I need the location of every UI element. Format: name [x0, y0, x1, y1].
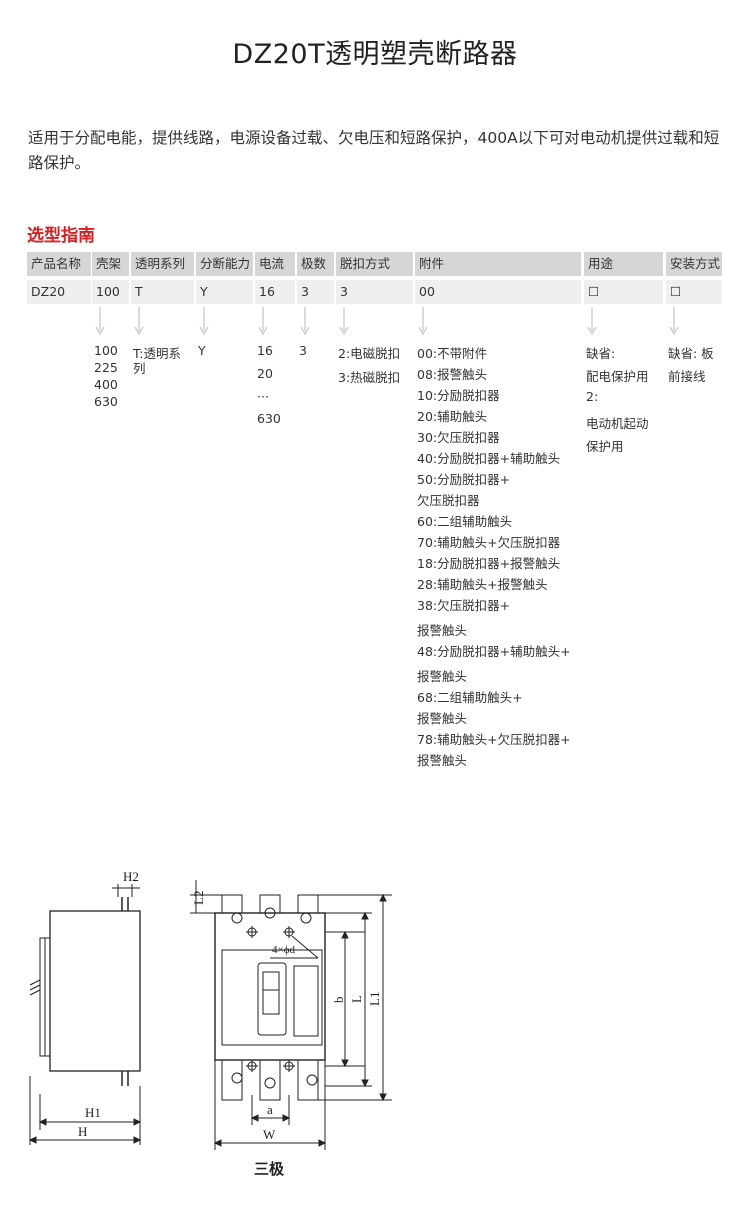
down-arrow-icon [339, 307, 349, 336]
detail-line: ··· [257, 389, 269, 404]
column-value: ☐ [584, 280, 663, 304]
detail-line: 报警触头 [417, 753, 468, 768]
detail-line: 78:辅助触头+欠压脱扣器+ [417, 732, 571, 747]
detail-line: 100 [94, 343, 118, 358]
column-header: 安装方式 [666, 252, 722, 276]
column-header: 壳架 [92, 252, 129, 276]
selection-guide-title: 选型指南 [27, 226, 95, 246]
detail-line: 列 [133, 361, 146, 376]
column-value: 100 [92, 280, 129, 304]
detail-line: 08:报警触头 [417, 367, 488, 382]
detail-line: 3 [299, 343, 307, 358]
column-value: 3 [336, 280, 413, 304]
column-header: 电流 [255, 252, 295, 276]
detail-line: 630 [94, 394, 118, 409]
detail-line: 缺省: [586, 346, 616, 361]
label-h2: H2 [123, 869, 139, 884]
detail-line: 20:辅助触头 [417, 409, 488, 424]
column-header: 极数 [297, 252, 334, 276]
column-value: T [131, 280, 194, 304]
column-header: 附件 [415, 252, 581, 276]
column-value: Y [196, 280, 253, 304]
detail-line: 70:辅助触头+欠压脱扣器 [417, 535, 561, 550]
detail-line: 28:辅助触头+报警触头 [417, 577, 548, 592]
detail-line: 配电保护用 [586, 369, 649, 384]
label-h: H [78, 1124, 87, 1139]
detail-line: 欠压脱扣器 [417, 493, 480, 508]
detail-line: 68:二组辅助触头+ [417, 690, 523, 705]
three-pole-caption: 三极 [254, 1160, 285, 1178]
down-arrow-icon [300, 307, 310, 336]
product-description: 适用于分配电能，提供线路，电源设备过载、欠电压和短路保护，400A以下可对电动机… [28, 129, 720, 172]
down-arrow-icon [587, 307, 597, 336]
front-view [190, 880, 392, 1150]
detail-line: 00:不带附件 [417, 346, 488, 361]
detail-line: 报警触头 [417, 623, 468, 638]
detail-line: 报警触头 [417, 669, 468, 684]
detail-line: 前接线 [668, 369, 706, 384]
detail-line: 缺省: 板 [668, 346, 714, 361]
column-value: 00 [415, 280, 581, 304]
detail-line: 400 [94, 377, 118, 392]
down-arrow-icon [199, 307, 209, 336]
column-value: 3 [297, 280, 334, 304]
label-w: W [263, 1127, 276, 1142]
detail-line: 电动机起动 [586, 416, 649, 431]
column-header: 脱扣方式 [336, 252, 413, 276]
label-b: b [331, 997, 346, 1004]
detail-line: 18:分励脱扣器+报警触头 [417, 556, 561, 571]
label-a: a [267, 1102, 273, 1117]
column-header: 分断能力 [196, 252, 253, 276]
detail-line: 40:分励脱扣器+辅助触头 [417, 451, 561, 466]
column-header: 产品名称 [27, 252, 91, 276]
detail-line: 2: [586, 389, 599, 404]
down-arrow-icon [669, 307, 679, 336]
detail-line: 38:欠压脱扣器+ [417, 598, 511, 613]
dimension-diagram: H2 H1 H L2 4×ϕd b L L1 a W [28, 869, 392, 1150]
detail-line: 保护用 [586, 439, 624, 454]
detail-line: 10:分励脱扣器 [417, 388, 500, 403]
page-title: DZ20T透明塑壳断路器 [232, 39, 518, 70]
detail-line: 630 [257, 411, 281, 426]
column-header: 透明系列 [131, 252, 194, 276]
label-l1: L1 [367, 992, 382, 1006]
down-arrow-icon [258, 307, 268, 336]
detail-line: 225 [94, 360, 118, 375]
column-value: DZ20 [27, 280, 91, 304]
label-l: L [349, 995, 364, 1003]
detail-line: T:透明系 [133, 346, 181, 361]
label-l2: L2 [191, 891, 206, 905]
detail-line: 20 [257, 366, 273, 381]
detail-line: 50:分励脱扣器+ [417, 472, 511, 487]
detail-line: 2:电磁脱扣 [338, 346, 401, 361]
detail-line: 60:二组辅助触头 [417, 514, 513, 529]
detail-line: 48:分励脱扣器+辅助触头+ [417, 644, 571, 659]
column-value: ☐ [666, 280, 722, 304]
side-view [28, 884, 142, 1145]
label-hole: 4×ϕd [272, 944, 295, 956]
detail-line: Y [198, 343, 206, 358]
detail-line: 3:热磁脱扣 [338, 370, 401, 385]
detail-line: 报警触头 [417, 711, 468, 726]
detail-line: 30:欠压脱扣器 [417, 430, 500, 445]
detail-line: 16 [257, 343, 273, 358]
down-arrow-icon [418, 307, 428, 336]
down-arrow-icon [95, 307, 105, 336]
column-header: 用途 [584, 252, 663, 276]
column-value: 16 [255, 280, 295, 304]
down-arrow-icon [134, 307, 144, 336]
label-h1: H1 [85, 1105, 101, 1120]
